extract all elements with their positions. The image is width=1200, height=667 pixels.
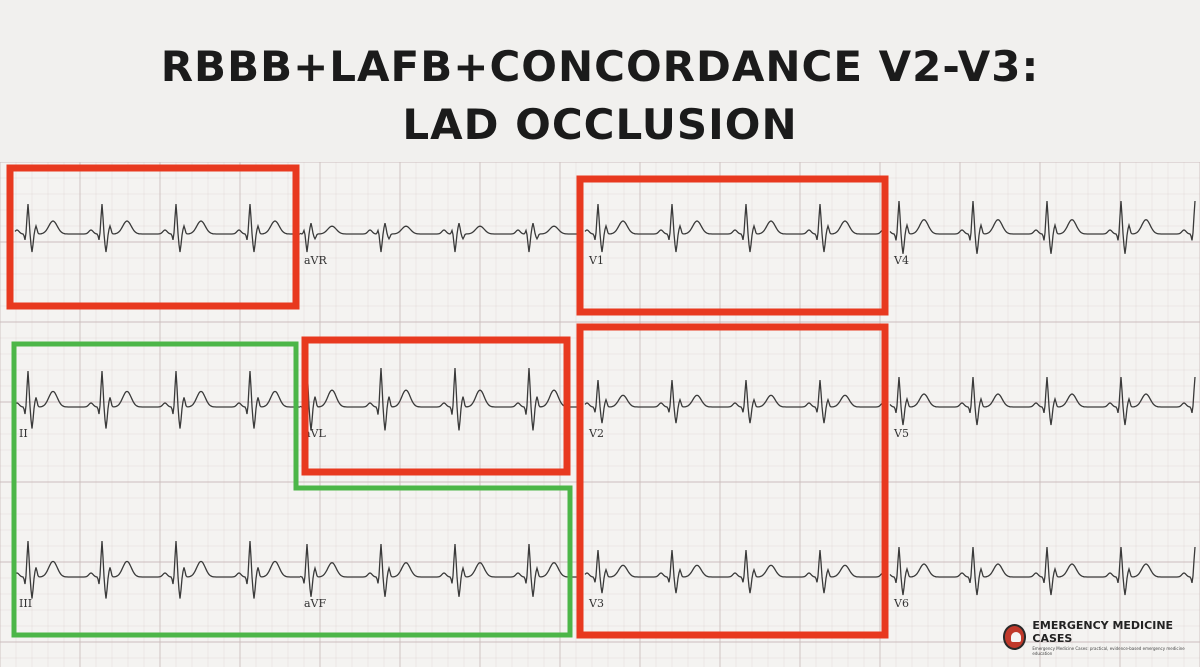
lead-label-avl: aVL bbox=[304, 427, 327, 440]
ecg-trace-i bbox=[14, 203, 300, 253]
lead-label-v6: V6 bbox=[893, 597, 909, 610]
lead-label-avr: aVR bbox=[304, 254, 328, 267]
ecg-trace-v1 bbox=[584, 203, 886, 253]
lead-i-box bbox=[6, 164, 300, 310]
lead-label-v2: V2 bbox=[588, 427, 604, 440]
lead-label-v3: V3 bbox=[588, 597, 604, 610]
emergency-medicine-cases-logo: EMERGENCY MEDICINE CASES Emergency Medic… bbox=[1003, 617, 1195, 657]
ecg-trace-v5 bbox=[889, 376, 1196, 426]
lead-label-v4: V4 bbox=[893, 254, 909, 267]
ecg-trace-avr bbox=[299, 223, 580, 253]
ecg-trace-v6 bbox=[889, 546, 1196, 596]
emc-logo-icon bbox=[1003, 624, 1027, 650]
inferior-leads-box bbox=[11, 341, 573, 638]
lead-label-v5: V5 bbox=[893, 427, 909, 440]
ecg-trace-v4 bbox=[889, 200, 1196, 254]
lead-label-v1: V1 bbox=[588, 254, 604, 267]
lead-label-ii: II bbox=[19, 427, 28, 440]
lead-v1-box bbox=[576, 175, 889, 316]
slide-title-line1: RBBB+LAFB+CONCORDANCE V2-V3: bbox=[160, 42, 1040, 91]
logo-name: EMERGENCY MEDICINE CASES bbox=[1032, 618, 1174, 645]
ecg-trace-v2 bbox=[584, 379, 886, 424]
ecg-trace-v3 bbox=[584, 549, 886, 594]
logo-subtext: Emergency Medicine Cases: practical, evi… bbox=[1032, 645, 1185, 656]
ecg-trace-avf bbox=[299, 543, 580, 597]
ecg-traces bbox=[14, 200, 1196, 599]
lead-avl-box bbox=[301, 336, 571, 476]
ecg-trace-avl bbox=[299, 367, 580, 431]
slide-title-line2: LAD OCCLUSION bbox=[402, 100, 798, 149]
lead-v2-v3-box bbox=[576, 323, 889, 639]
lead-label-iii: III bbox=[19, 597, 32, 610]
ecg-trace-iii bbox=[14, 540, 300, 599]
lead-label-avf: aVF bbox=[304, 597, 327, 610]
ecg-trace-ii bbox=[14, 370, 300, 429]
highlight-boxes bbox=[6, 164, 889, 639]
